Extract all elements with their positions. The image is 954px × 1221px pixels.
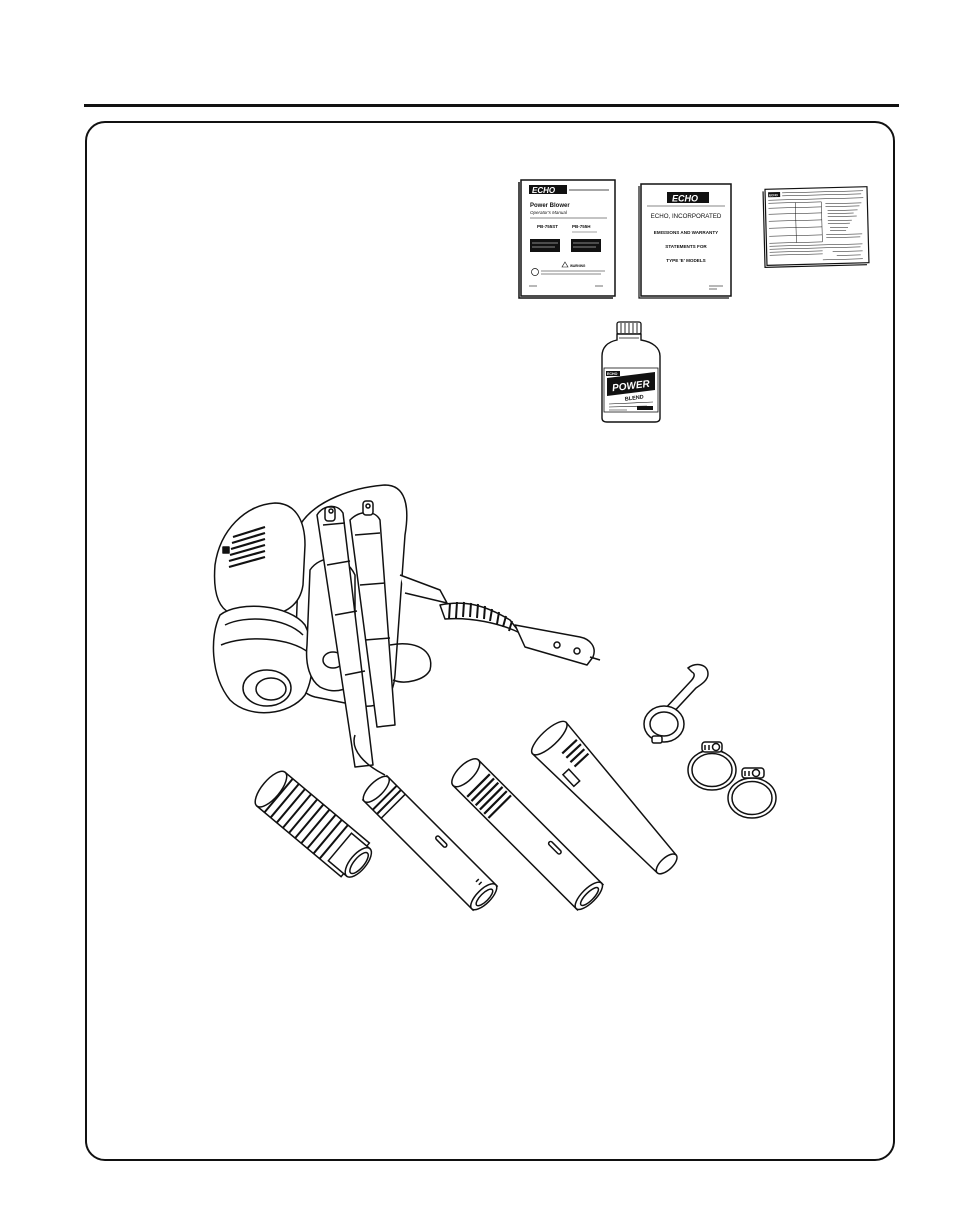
manual-title: Power Blower: [530, 203, 570, 209]
bottle-brand: ECHO: [607, 372, 618, 376]
card-brand: ECHO: [769, 193, 778, 197]
operators-manual: ECHO Power Blower Operator's Manual PB-7…: [517, 176, 617, 298]
booklet-line3: TYPE 'E' MODELS: [666, 258, 705, 263]
manual-brand: ECHO: [532, 186, 556, 195]
warranty-booklet: ECHO ECHO, INCORPORATED EMISSIONS AND WA…: [637, 182, 733, 298]
oil-bottle: ECHO POWER BLEND: [597, 320, 667, 424]
manual-model-left: PB-755ST: [537, 224, 558, 229]
booklet-company: ECHO, INCORPORATED: [651, 213, 722, 220]
manual-warning: WARNING: [570, 264, 586, 268]
manual-model-right: PB-755H: [572, 224, 591, 229]
hose-clamp-2: [722, 762, 786, 822]
booklet-line2: STATEMENTS FOR: [665, 244, 707, 249]
manual-subtitle: Operator's Manual: [530, 210, 568, 215]
booklet-brand: ECHO: [672, 194, 698, 204]
booklet-line1: EMISSIONS AND WARRANTY: [654, 230, 718, 235]
tapered-nozzle: [528, 726, 688, 876]
warranty-card: ECHO: [762, 186, 872, 268]
header-rule: [84, 104, 899, 107]
